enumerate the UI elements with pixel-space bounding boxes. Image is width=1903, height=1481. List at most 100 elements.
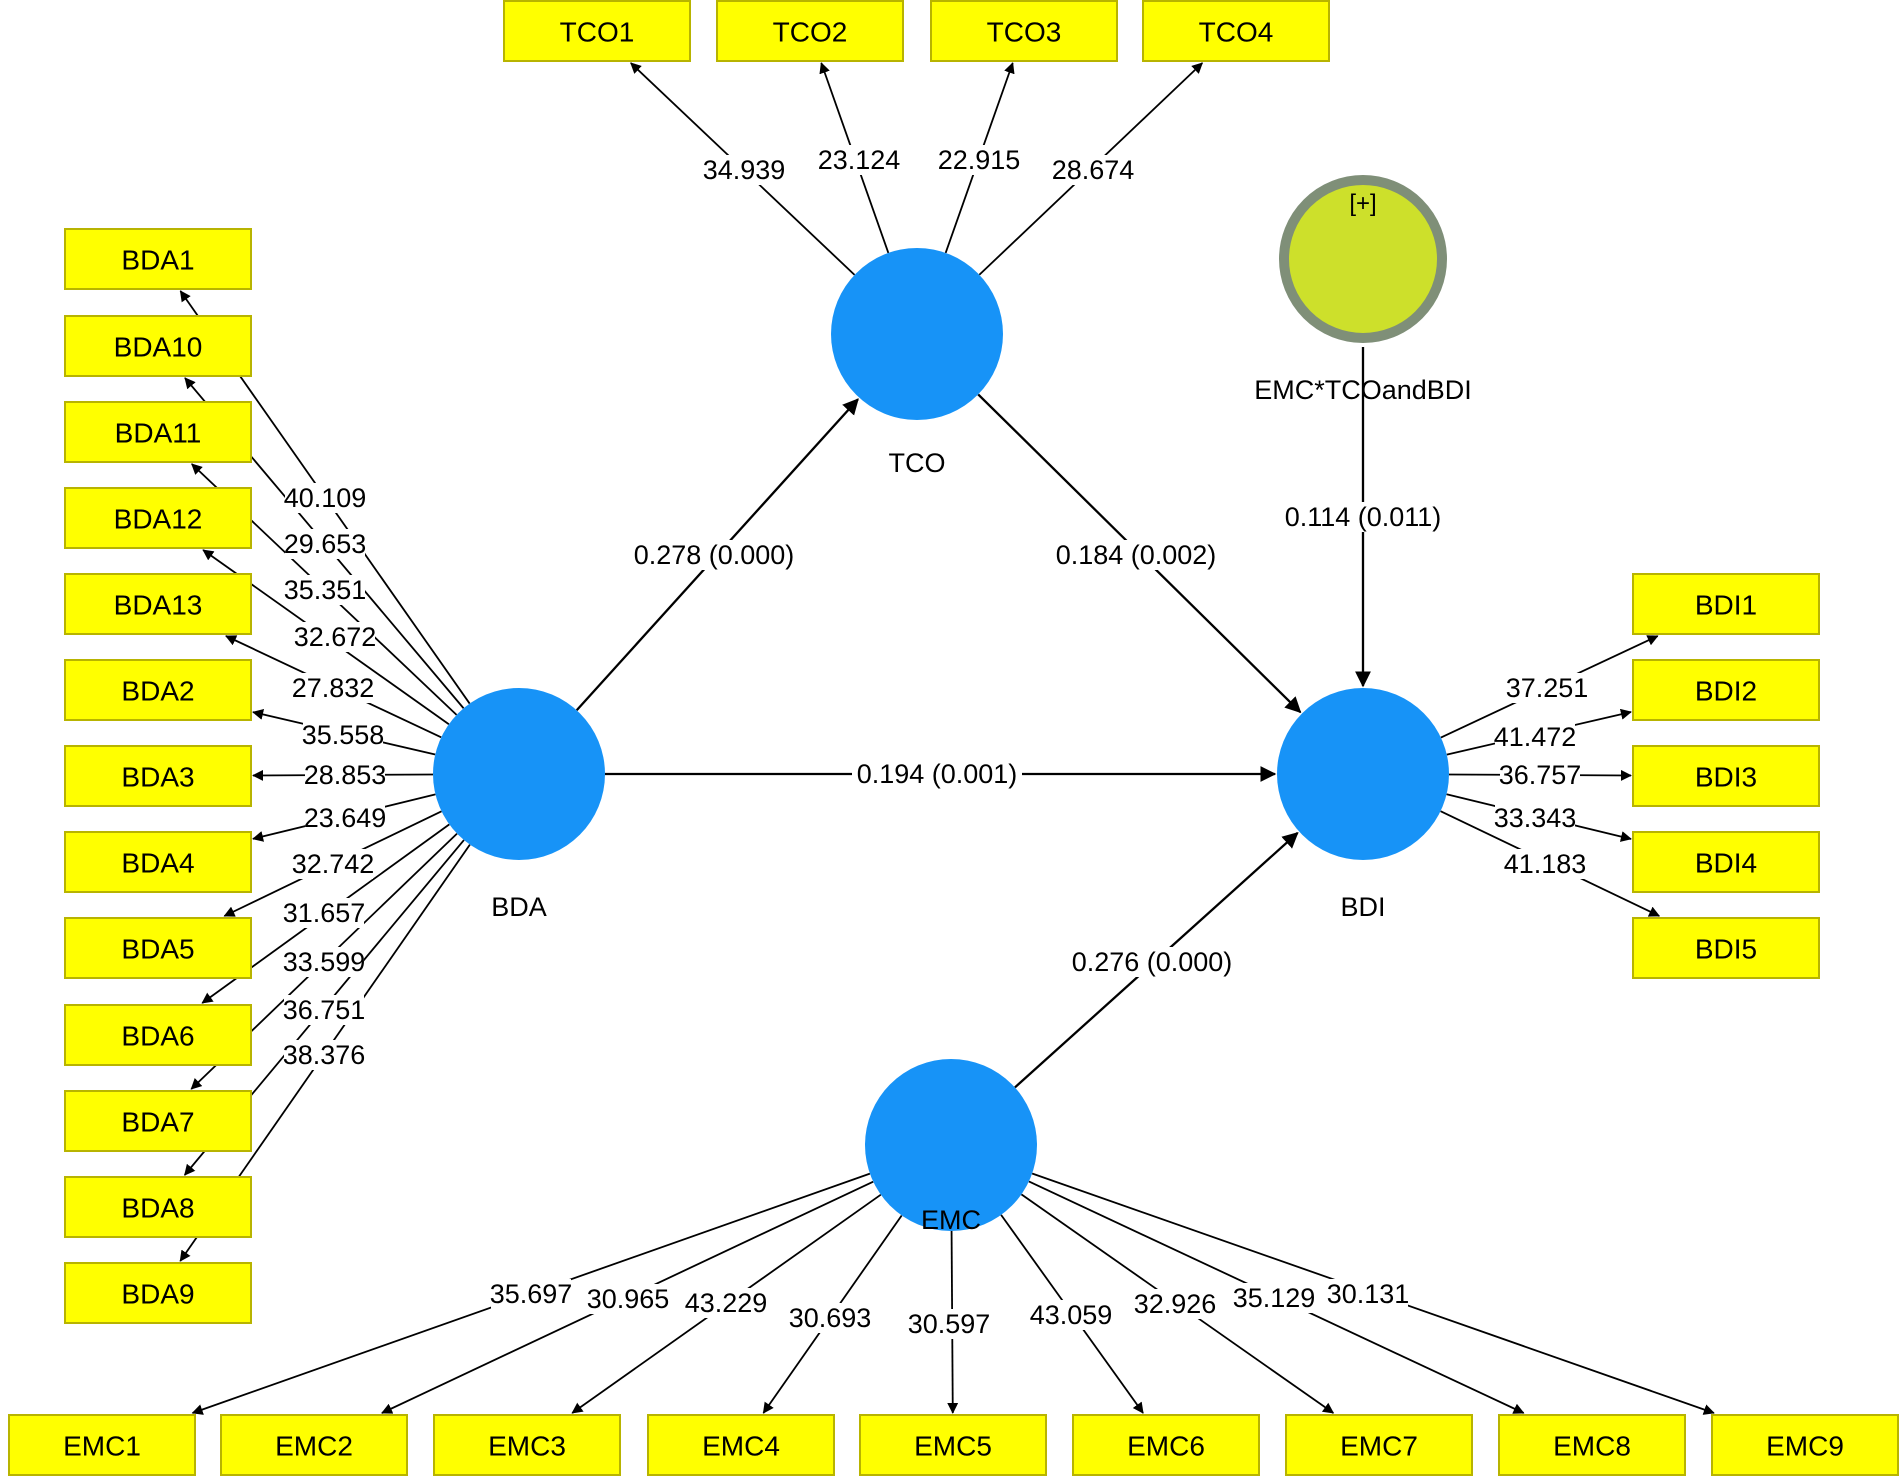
indicator-bda1[interactable]: BDA1 — [64, 228, 252, 290]
indicator-box — [64, 659, 252, 721]
indicator-label: EMC5 — [914, 1431, 992, 1462]
loading-value-tco3: 22.915 — [938, 145, 1020, 175]
loading-value-emc8-bg — [1234, 1283, 1314, 1313]
loading-value-tco4-bg — [1053, 155, 1133, 185]
loading-value-tco3-bg — [939, 145, 1019, 175]
moderator-emc-tco-and-bdi[interactable]: [+]EMC*TCOandBDI — [1254, 175, 1472, 405]
loading-value-emc4: 30.693 — [789, 1303, 871, 1333]
indicator-bda11[interactable]: BDA11 — [64, 401, 252, 463]
indicator-bdi2[interactable]: BDI2 — [1632, 659, 1820, 721]
indicator-emc7[interactable]: EMC7 — [1285, 1414, 1473, 1476]
indicator-emc9[interactable]: EMC9 — [1711, 1414, 1899, 1476]
indicator-bda10[interactable]: BDA10 — [64, 315, 252, 377]
indicator-bda12[interactable]: BDA12 — [64, 487, 252, 549]
indicator-emc1[interactable]: EMC1 — [8, 1414, 196, 1476]
indicator-label: BDA11 — [115, 418, 202, 449]
indicator-emc4[interactable]: EMC4 — [647, 1414, 835, 1476]
loading-value-bda8-bg — [284, 995, 364, 1025]
indicator-box — [433, 1414, 621, 1476]
loading-value-bda4: 23.649 — [304, 803, 387, 833]
latent-emc[interactable]: EMC — [865, 1059, 1037, 1235]
path-coefficient-bda-to-tco-text: 0.278 (0.000) — [634, 540, 795, 570]
indicator-tco4[interactable]: TCO4 — [1142, 0, 1330, 62]
loading-value-bda8-text: 36.751 — [283, 995, 366, 1025]
loading-value-bda13-text: 27.832 — [292, 673, 375, 703]
loading-value-emc3-text: 43.229 — [685, 1288, 768, 1318]
loading-value-emc4-bg — [790, 1303, 870, 1333]
indicator-bda3[interactable]: BDA3 — [64, 745, 252, 807]
indicator-box — [1632, 573, 1820, 635]
loading-value-bda9-text: 38.376 — [283, 1040, 366, 1070]
loading-value-bda6-text: 31.657 — [283, 898, 366, 928]
indicator-label: BDA4 — [121, 848, 194, 879]
loading-value-bda3-bg — [305, 760, 385, 790]
indicator-tco3[interactable]: TCO3 — [930, 0, 1118, 62]
loading-value-tco1: 34.939 — [703, 155, 785, 185]
indicator-box — [64, 1262, 252, 1324]
latent-bda[interactable]: BDA — [433, 688, 605, 922]
indicator-bda7[interactable]: BDA7 — [64, 1090, 252, 1152]
path-coefficient-bda-to-bdi-text: 0.194 (0.001) — [857, 759, 1018, 789]
indicator-emc5[interactable]: EMC5 — [859, 1414, 1047, 1476]
loading-value-bdi5-bg — [1505, 849, 1585, 879]
path-coefficient-tco-to-bdi-text: 0.184 (0.002) — [1056, 540, 1217, 570]
loading-value-bdi1: 37.251 — [1506, 673, 1588, 703]
loading-value-bda10: 29.653 — [284, 529, 367, 559]
indicator-bda8[interactable]: BDA8 — [64, 1176, 252, 1238]
loading-value-bdi3-text: 36.757 — [1499, 760, 1582, 790]
path-coefficient-tco-to-bdi: 0.184 (0.002) — [1051, 540, 1221, 570]
indicator-label: EMC9 — [1766, 1431, 1844, 1462]
indicator-bda13[interactable]: BDA13 — [64, 573, 252, 635]
latent-circle — [1277, 688, 1449, 860]
indicator-bda9[interactable]: BDA9 — [64, 1262, 252, 1324]
indicator-bdi3[interactable]: BDI3 — [1632, 745, 1820, 807]
latent-circle — [831, 248, 1003, 420]
loading-value-bdi3: 36.757 — [1499, 760, 1582, 790]
indicator-box — [64, 917, 252, 979]
indicator-box — [1632, 917, 1820, 979]
loading-value-emc3: 43.229 — [685, 1288, 768, 1318]
indicator-bdi5[interactable]: BDI5 — [1632, 917, 1820, 979]
loading-value-bda3: 28.853 — [304, 760, 386, 790]
indicator-bda4[interactable]: BDA4 — [64, 831, 252, 893]
loading-value-bda10-text: 29.653 — [284, 529, 367, 559]
indicator-emc8[interactable]: EMC8 — [1498, 1414, 1686, 1476]
indicator-emc2[interactable]: EMC2 — [220, 1414, 408, 1476]
loading-value-emc7: 32.926 — [1134, 1289, 1216, 1319]
loading-value-bda10-bg — [285, 529, 365, 559]
loading-value-emc5-bg — [909, 1309, 989, 1339]
indicator-box — [64, 487, 252, 549]
indicator-label: BDA5 — [121, 934, 194, 965]
indicator-label: EMC7 — [1340, 1431, 1418, 1462]
latent-circle — [433, 688, 605, 860]
latent-circle — [865, 1059, 1037, 1231]
indicator-label: BDI2 — [1695, 676, 1757, 707]
indicator-box — [64, 831, 252, 893]
indicator-bda2[interactable]: BDA2 — [64, 659, 252, 721]
loading-value-bda12: 32.672 — [294, 622, 377, 652]
indicator-box — [64, 228, 252, 290]
indicator-tco1[interactable]: TCO1 — [503, 0, 691, 62]
path-coefficient-emc-tcoandbdi-to-bdi: 0.114 (0.011) — [1278, 502, 1448, 532]
indicator-bdi4[interactable]: BDI4 — [1632, 831, 1820, 893]
indicator-tco2[interactable]: TCO2 — [716, 0, 904, 62]
latent-bdi[interactable]: BDI — [1277, 688, 1449, 922]
expand-toggle[interactable]: [+] — [1349, 190, 1376, 217]
indicator-label: BDA13 — [114, 590, 203, 621]
indicator-emc6[interactable]: EMC6 — [1072, 1414, 1260, 1476]
path-coefficient-bda-to-tco-bg — [629, 540, 799, 570]
path-coefficient-emc-to-bdi-text: 0.276 (0.000) — [1072, 947, 1233, 977]
indicator-bda5[interactable]: BDA5 — [64, 917, 252, 979]
indicator-emc3[interactable]: EMC3 — [433, 1414, 621, 1476]
latent-tco[interactable]: TCO — [831, 248, 1003, 478]
loading-value-emc2-text: 30.965 — [587, 1284, 670, 1314]
indicator-label: EMC4 — [702, 1431, 780, 1462]
loading-value-bda4-text: 23.649 — [304, 803, 387, 833]
loading-value-bda12-text: 32.672 — [294, 622, 377, 652]
loading-value-bdi3-bg — [1500, 760, 1580, 790]
indicator-bda6[interactable]: BDA6 — [64, 1004, 252, 1066]
path-coefficient-emc-to-bdi: 0.276 (0.000) — [1067, 947, 1237, 977]
loading-value-bda9-bg — [284, 1040, 364, 1070]
loading-value-tco4-text: 28.674 — [1052, 155, 1135, 185]
indicator-bdi1[interactable]: BDI1 — [1632, 573, 1820, 635]
